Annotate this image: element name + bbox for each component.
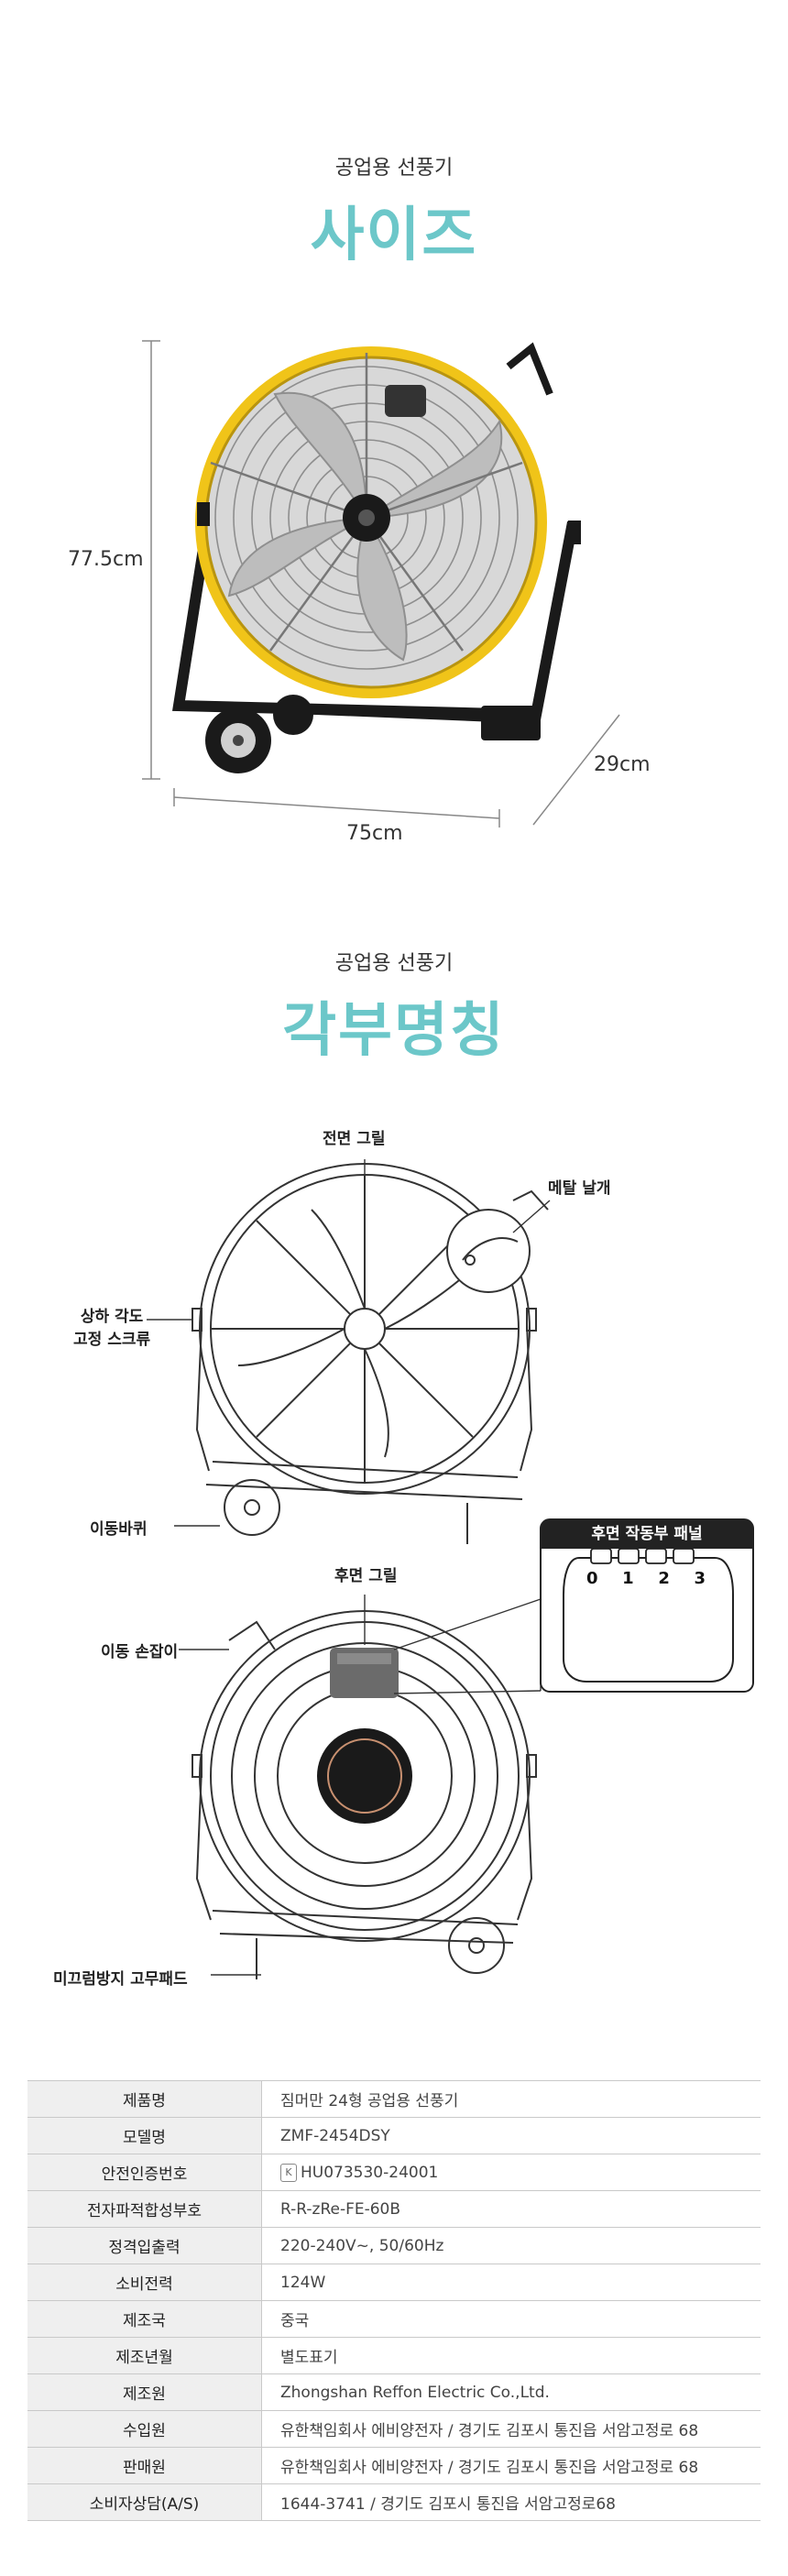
spec-value: 중국 xyxy=(261,2300,761,2338)
spec-value: R-R-zRe-FE-60B xyxy=(261,2190,761,2228)
spec-key: 제품명 xyxy=(27,2080,262,2118)
spec-value: Zhongshan Reffon Electric Co.,Ltd. xyxy=(261,2373,761,2411)
label-rubber-pad: 미끄럼방지 고무패드 xyxy=(53,1970,188,1989)
parts-title: 각부명칭 xyxy=(282,997,506,1065)
spec-row: 소비자상담(A/S)1644-3741 / 경기도 김포시 통진읍 서암고정로6… xyxy=(27,2483,761,2521)
spec-value: 유한책임회사 에비양전자 / 경기도 김포시 통진읍 서암고정로 68 xyxy=(261,2410,761,2448)
panel-number-2: 2 xyxy=(658,1569,670,1588)
label-rear-grill: 후면 그릴 xyxy=(334,1567,398,1585)
rear-view-diagram xyxy=(179,1595,542,1979)
label-angle-screw: 상하 각도 고정 스크류 xyxy=(73,1303,150,1349)
label-angle-screw-line1: 상하 각도 xyxy=(80,1308,144,1326)
spec-key: 안전인증번호 xyxy=(27,2154,262,2191)
front-view-diagram xyxy=(147,1159,551,1544)
spec-value: 유한책임회사 에비양전자 / 경기도 김포시 통진읍 서암고정로 68 xyxy=(261,2447,761,2484)
spec-value: 1644-3741 / 경기도 김포시 통진읍 서암고정로68 xyxy=(261,2483,761,2521)
spec-key: 소비전력 xyxy=(27,2264,262,2301)
spec-value: 124W xyxy=(261,2264,761,2301)
width-dimension: 75cm xyxy=(346,822,403,845)
height-dimension: 77.5cm xyxy=(68,548,144,571)
spec-key: 전자파적합성부호 xyxy=(27,2190,262,2228)
parts-subtitle: 공업용 선풍기 xyxy=(334,952,454,975)
fan-product-image xyxy=(172,342,581,773)
spec-key: 제조국 xyxy=(27,2300,262,2338)
spec-key: 제조원 xyxy=(27,2373,262,2411)
panel-number-3: 3 xyxy=(694,1569,706,1588)
rear-panel-title: 후면 작동부 패널 xyxy=(541,1519,753,1549)
panel-number-0: 0 xyxy=(586,1569,598,1588)
panel-number-1: 1 xyxy=(622,1569,634,1588)
spec-key: 판매원 xyxy=(27,2447,262,2484)
spec-key: 제조년월 xyxy=(27,2337,262,2374)
size-title: 사이즈 xyxy=(310,202,478,269)
spec-value: 별도표기 xyxy=(261,2337,761,2374)
label-metal-blade: 메탈 날개 xyxy=(548,1179,611,1198)
size-subtitle: 공업용 선풍기 xyxy=(334,157,454,180)
rear-panel-callout xyxy=(540,1518,754,1693)
spec-key: 모델명 xyxy=(27,2117,262,2154)
dimension-lines xyxy=(142,340,620,828)
label-wheel: 이동바퀴 xyxy=(90,1520,148,1539)
kc-mark-icon: K xyxy=(280,2163,297,2182)
spec-key: 정격입출력 xyxy=(27,2227,262,2264)
spec-value: ZMF-2454DSY xyxy=(261,2117,761,2154)
panel-speed-numbers: 0 1 2 3 xyxy=(586,1569,706,1588)
spec-value-text: HU073530-24001 xyxy=(301,2163,439,2182)
label-front-grill: 전면 그릴 xyxy=(323,1130,386,1148)
spec-key: 수입원 xyxy=(27,2410,262,2448)
depth-dimension: 29cm xyxy=(594,753,651,776)
spec-value: 220-240V~, 50/60Hz xyxy=(261,2227,761,2264)
label-handle: 이동 손잡이 xyxy=(101,1643,179,1661)
spec-value: 짐머만 24형 공업용 선풍기 xyxy=(261,2080,761,2118)
spec-key: 소비자상담(A/S) xyxy=(27,2483,262,2521)
label-angle-screw-line2: 고정 스크류 xyxy=(73,1331,151,1349)
